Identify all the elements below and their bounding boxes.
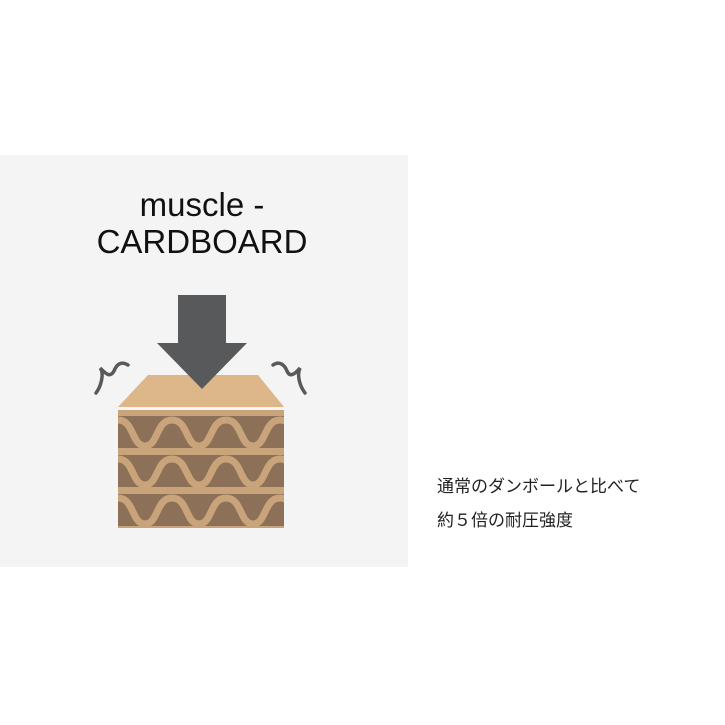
- corrugation: [118, 416, 284, 528]
- caption-line-2: 約５倍の耐圧強度: [437, 511, 573, 531]
- flute-wave: [118, 416, 284, 450]
- title-line-2: CARDBOARD: [96, 223, 308, 260]
- title-line-1: muscle -: [139, 186, 265, 223]
- down-arrow-icon: [157, 295, 247, 389]
- product-title: muscle - CARDBOARD: [0, 186, 404, 260]
- squiggle-left-icon: [94, 361, 130, 395]
- squiggle-right-icon: [271, 361, 307, 395]
- flute-wave: [118, 455, 284, 489]
- flute-wave: [118, 494, 284, 528]
- strength-caption: 通常のダンボールと比べて 約５倍の耐圧強度: [437, 470, 640, 538]
- box-top: [118, 375, 284, 407]
- caption-line-1: 通常のダンボールと比べて: [437, 477, 641, 497]
